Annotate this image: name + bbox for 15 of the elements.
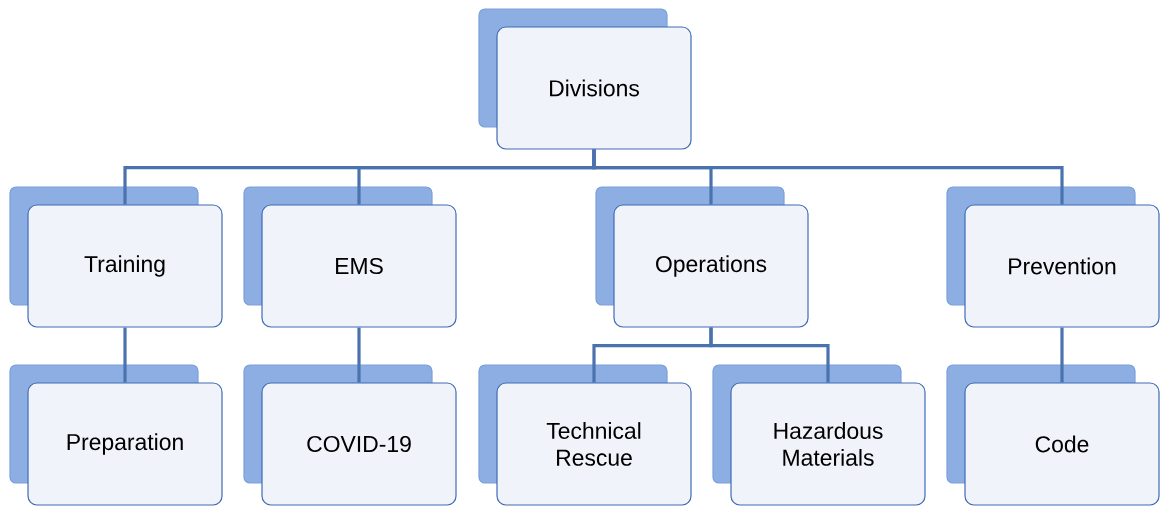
connector-line (357, 327, 361, 383)
org-box: COVID-19 (243, 364, 457, 506)
org-box: Operations (595, 186, 809, 328)
org-box: Code (946, 364, 1160, 506)
org-box: Preparation (9, 364, 223, 506)
connector-line (1060, 327, 1064, 383)
org-box: Divisions (478, 8, 692, 150)
org-box: EMS (243, 186, 457, 328)
org-box: Training (9, 186, 223, 328)
org-box: Technical Rescue (478, 364, 692, 506)
org-box: Prevention (946, 186, 1160, 328)
connector-line (123, 327, 127, 383)
connector-line (709, 327, 830, 383)
org-box: Hazardous Materials (712, 364, 926, 506)
connector-line (592, 149, 1064, 205)
